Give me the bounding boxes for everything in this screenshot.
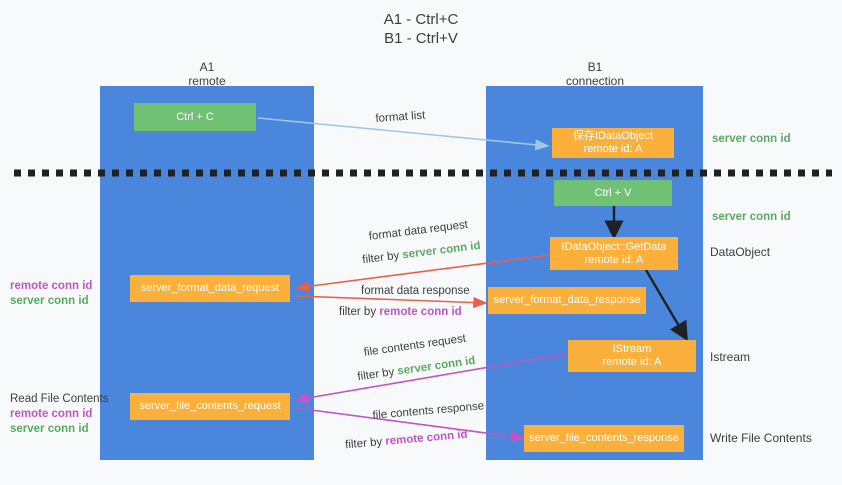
filter-value-remote-conn-id: remote conn id [379,306,462,318]
label-file-contents-response: file contents response [372,400,485,422]
box-istream[interactable]: IStream remote id: A [568,340,696,372]
column-header-a1: A1 remote [188,60,226,88]
filter-value-server-conn-id: server conn id [401,239,482,262]
label-format-data-response-filter: filter by remote conn id [339,305,462,319]
annotation-server-conn-id-mid: server conn id [712,211,791,223]
filter-prefix: filter by [356,365,399,384]
box-ctrl-v[interactable]: Ctrl + V [554,180,672,206]
box-server-format-data-response[interactable]: server_format_data_response [488,287,646,314]
box-ctrl-c[interactable]: Ctrl + C [134,103,256,131]
annotation-group-read-file-contents: Read File Contents remote conn id server… [10,392,108,437]
annotation-write-file-contents: Write File Contents [710,431,812,445]
column-header-b1: B1 connection [565,60,625,88]
filter-prefix: filter by [344,435,386,452]
annotation-server-conn-id-top: server conn id [712,133,791,145]
filter-value-server-conn-id: server conn id [396,354,477,378]
box-server-format-data-request[interactable]: server_format_data_request [130,275,290,302]
box-idataobject-getdata[interactable]: IDataObject::GetData remote id: A [550,237,678,270]
page-title: A1 - Ctrl+C B1 - Ctrl+V [383,11,459,47]
annotation-remote-conn-id: remote conn id [10,408,93,420]
annotation-dataobject: DataObject [710,245,771,259]
annotation-remote-conn-id: remote conn id [10,280,93,292]
annotation-read-file-contents-heading: Read File Contents [10,393,109,405]
label-format-data-request-filter: filter by server conn id [362,239,482,267]
annotation-istream: Istream [710,350,751,364]
filter-value-remote-conn-id: remote conn id [384,428,468,448]
filter-prefix: filter by [339,306,380,318]
label-file-contents-response-filter: filter by remote conn id [345,428,468,453]
annotation-group-conn-ids-top: remote conn id server conn id [10,279,92,309]
label-format-data-response: format data response [361,285,470,297]
annotation-server-conn-id: server conn id [10,423,89,435]
label-format-data-request: format data request [368,218,469,243]
filter-prefix: filter by [361,249,404,267]
box-save-idataobject[interactable]: 保存IDataObject remote id: A [552,128,674,158]
box-server-file-contents-request[interactable]: server_file_contents_request [130,393,290,420]
annotation-server-conn-id: server conn id [10,295,89,307]
box-server-file-contents-response[interactable]: server_file_contents_response [524,425,684,452]
label-file-contents-request: file contents request [363,332,467,359]
label-format-list: format list [375,109,426,125]
